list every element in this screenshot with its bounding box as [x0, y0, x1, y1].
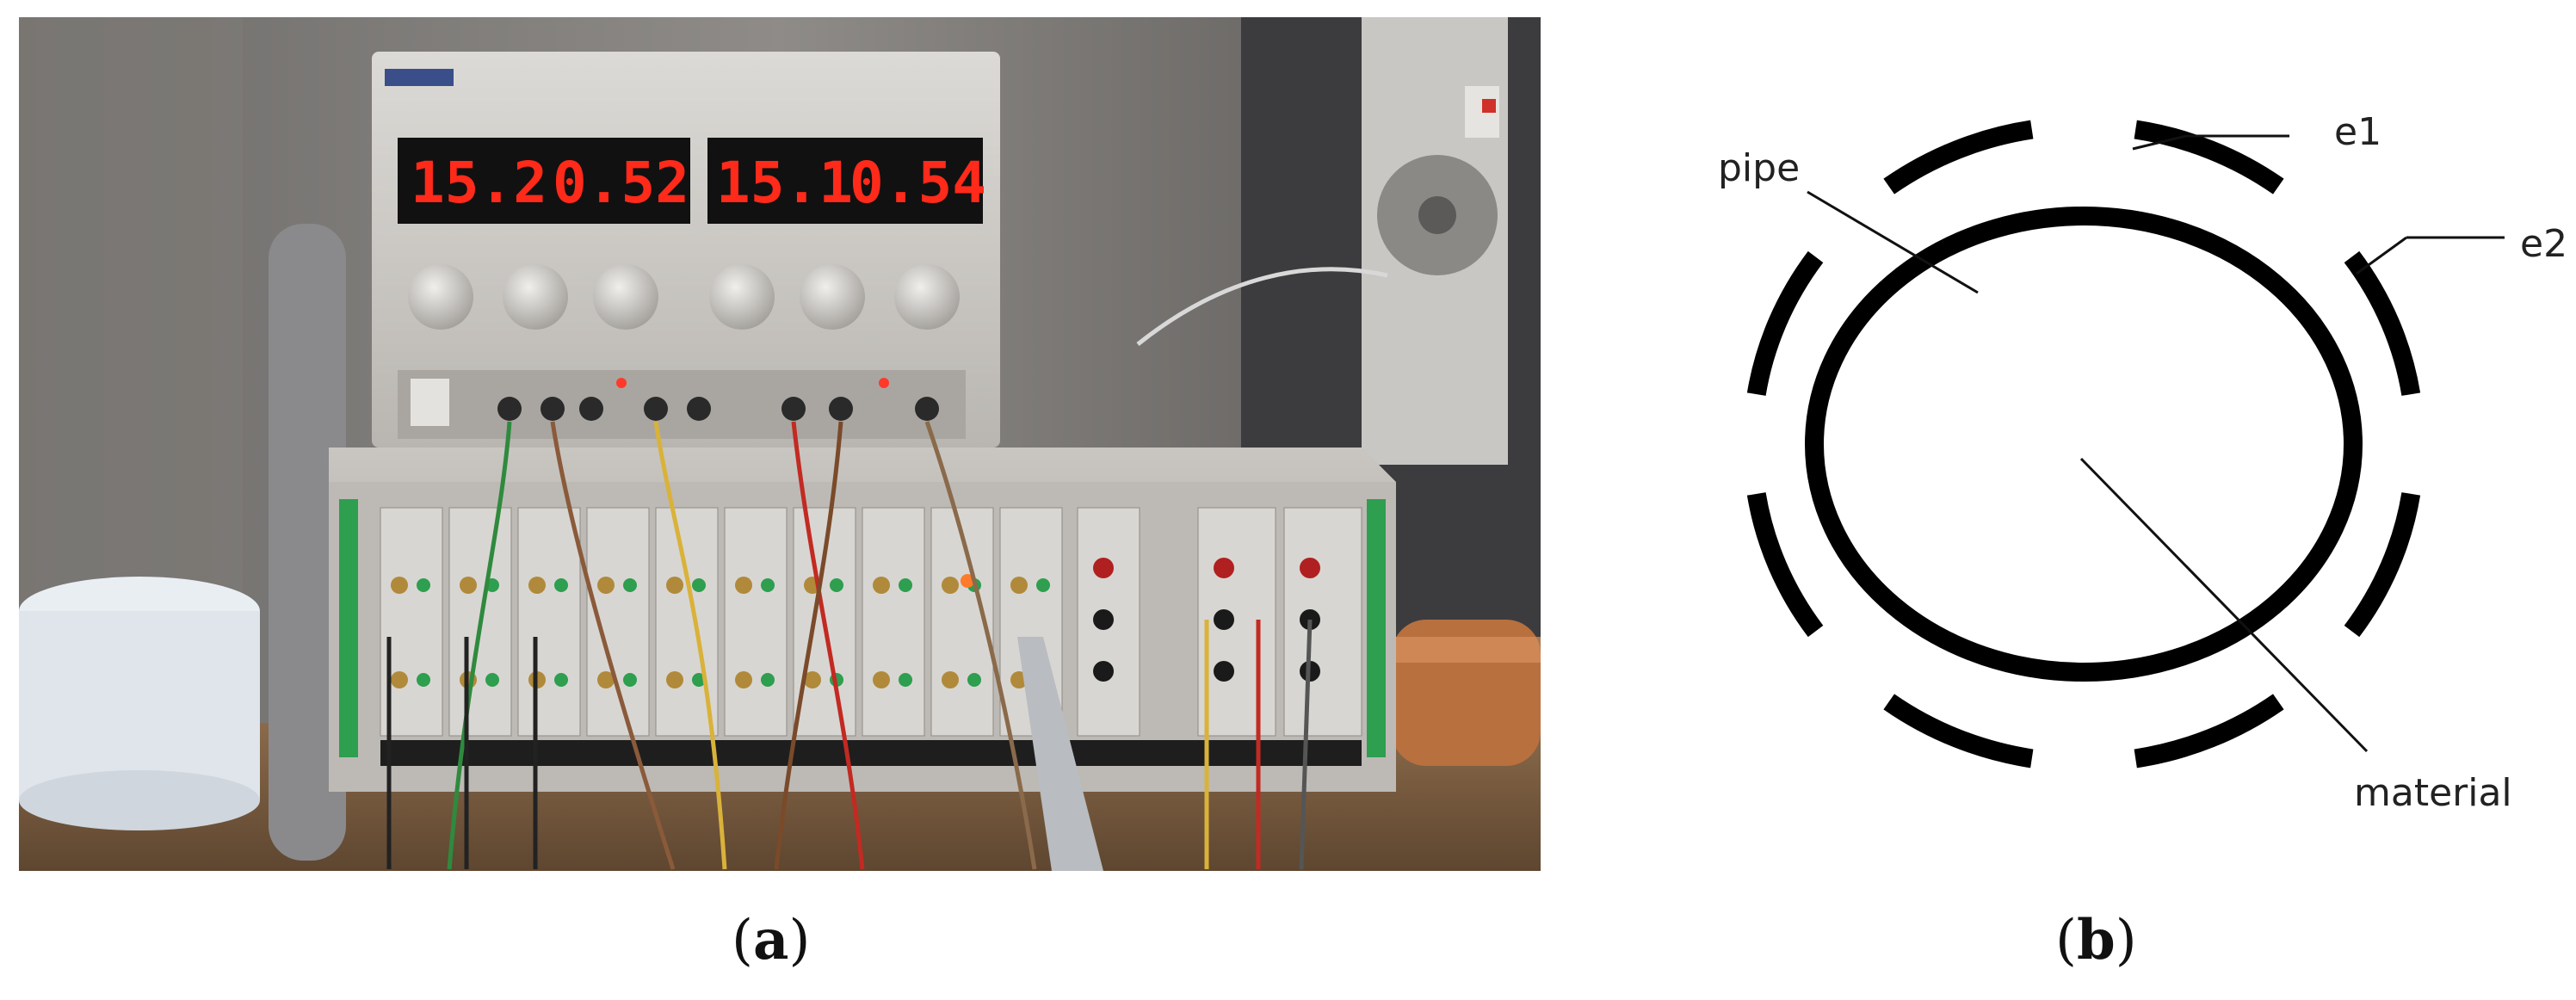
status-led	[692, 578, 706, 592]
bnc-connector[interactable]	[804, 671, 821, 688]
bnc-connector[interactable]	[942, 671, 959, 688]
copper-pipe	[1392, 620, 1541, 766]
electrode-segment	[2134, 120, 2284, 194]
indicator-led	[961, 574, 974, 588]
e1-label: e1	[2334, 110, 2381, 154]
photo-drawing: 15.2 0.52 15.1 0.54	[19, 17, 1541, 871]
leader-lines	[1807, 134, 2505, 753]
led-voltage-left: 15.2	[411, 150, 547, 216]
binding-post[interactable]	[1214, 661, 1234, 682]
material-leader-line	[2079, 457, 2369, 753]
knob[interactable]	[709, 264, 775, 330]
caption-b: (b)	[2055, 908, 2137, 972]
led-current-right: 0.54	[849, 150, 986, 216]
terminal-posts	[497, 378, 939, 421]
module-card	[1197, 507, 1276, 737]
status-led	[623, 673, 637, 687]
module-card	[517, 507, 581, 737]
electrode-schematic: pipe e1 e2 material	[1696, 34, 2567, 886]
knob[interactable]	[593, 264, 658, 330]
module-card	[586, 507, 650, 737]
status-led	[899, 578, 912, 592]
status-led	[1036, 578, 1050, 592]
status-led	[761, 673, 775, 687]
ribbon-cable	[1017, 637, 1103, 871]
bnc-connector[interactable]	[597, 577, 615, 594]
electrode-segment	[1746, 492, 1824, 638]
grey-pipe	[269, 224, 346, 861]
knob[interactable]	[408, 264, 473, 330]
bnc-connector[interactable]	[1010, 577, 1028, 594]
status-led	[967, 673, 981, 687]
electrode-segment	[2344, 250, 2421, 396]
caption-b-letter: b	[2076, 908, 2116, 972]
knob[interactable]	[800, 264, 865, 330]
module-card	[1283, 507, 1362, 737]
knob-row	[408, 264, 960, 330]
electrode-segment	[1883, 694, 2034, 769]
caption-a-letter: a	[752, 908, 789, 972]
bnc-connector[interactable]	[735, 577, 752, 594]
status-led	[554, 578, 568, 592]
binding-post[interactable]	[1214, 609, 1234, 630]
electrode-segment	[2134, 694, 2284, 769]
binding-post[interactable]	[1093, 558, 1114, 578]
status-led	[899, 673, 912, 687]
material-label: material	[2354, 771, 2512, 815]
status-led	[417, 578, 430, 592]
white-container	[19, 577, 260, 830]
cables	[386, 267, 1388, 870]
status-led	[485, 673, 499, 687]
e2-leader-line	[2356, 236, 2407, 275]
bnc-connector[interactable]	[873, 577, 890, 594]
pipe-ellipse	[1805, 207, 2363, 682]
electrode-segment	[2344, 492, 2421, 638]
bnc-connector[interactable]	[666, 577, 683, 594]
binding-post[interactable]	[1214, 558, 1234, 578]
module-card	[862, 507, 925, 737]
power-switch[interactable]	[411, 379, 449, 426]
caption-a: (a)	[732, 908, 811, 972]
bnc-connector[interactable]	[597, 671, 615, 688]
led-voltage-right: 15.1	[716, 150, 853, 216]
electrode-segment	[1883, 120, 2034, 194]
binding-post[interactable]	[1093, 609, 1114, 630]
bnc-connector[interactable]	[666, 671, 683, 688]
knob[interactable]	[503, 264, 568, 330]
binding-post[interactable]	[1300, 558, 1320, 578]
power-supply	[372, 52, 1000, 448]
bnc-connector[interactable]	[528, 577, 546, 594]
e1-leader-line	[2132, 134, 2187, 151]
bnc-connector[interactable]	[391, 577, 408, 594]
module-card	[724, 507, 788, 737]
pipe-leader-line	[1807, 190, 1979, 294]
bnc-connector[interactable]	[942, 577, 959, 594]
bnc-connector[interactable]	[873, 671, 890, 688]
pipe-label: pipe	[1718, 146, 1800, 190]
status-led	[761, 578, 775, 592]
status-led	[623, 578, 637, 592]
bnc-connector[interactable]	[735, 671, 752, 688]
led-current-left: 0.52	[553, 150, 689, 216]
knob[interactable]	[894, 264, 960, 330]
schematic-drawing: pipe e1 e2 material	[1718, 110, 2567, 815]
status-led	[417, 673, 430, 687]
instrument-chassis	[329, 448, 1396, 792]
bnc-connector[interactable]	[460, 577, 477, 594]
computer-case	[1362, 17, 1508, 465]
instrument-modules	[380, 507, 1362, 737]
e2-label: e2	[2520, 222, 2567, 266]
binding-post[interactable]	[1093, 661, 1114, 682]
status-led	[554, 673, 568, 687]
status-led	[830, 578, 843, 592]
led-displays: 15.2 0.52 15.1 0.54	[411, 150, 986, 216]
bnc-connector[interactable]	[391, 671, 408, 688]
electrode-segment	[1746, 250, 1824, 396]
lab-setup-photo: 15.2 0.52 15.1 0.54	[19, 17, 1541, 871]
